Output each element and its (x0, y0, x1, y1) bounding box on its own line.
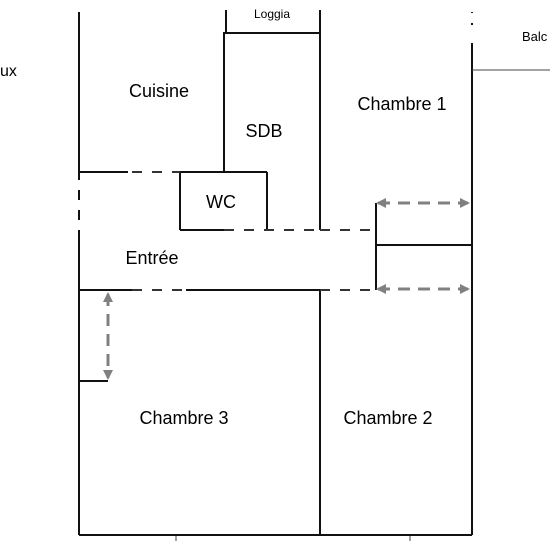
label-chambre3: Chambre 3 (139, 408, 228, 428)
bottom-ticks (175, 536, 411, 541)
walls (78, 10, 473, 536)
openings (77, 13, 474, 291)
labels: ux Loggia Balc Cuisine SDB Chambre 1 WC … (0, 7, 548, 428)
arrows (103, 198, 470, 380)
label-entree: Entrée (125, 248, 178, 268)
label-loggia: Loggia (254, 7, 290, 21)
label-balcony-partial: Balc (522, 29, 548, 44)
label-cuisine: Cuisine (129, 81, 189, 101)
label-sdb: SDB (245, 121, 282, 141)
label-wc: WC (206, 192, 236, 212)
label-chambre1: Chambre 1 (357, 94, 446, 114)
label-chambre2: Chambre 2 (343, 408, 432, 428)
label-partial-left: ux (0, 63, 17, 80)
